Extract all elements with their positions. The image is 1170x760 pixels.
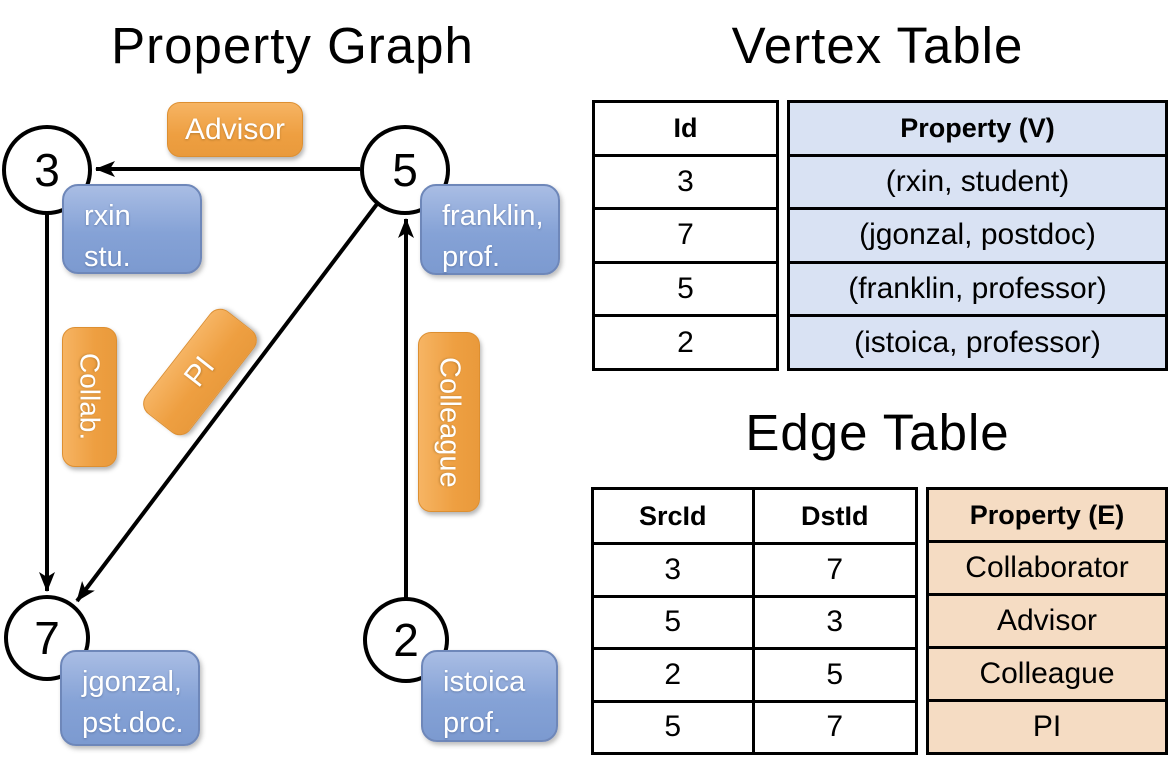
edge-table-dstid-cell: 7 bbox=[754, 542, 915, 594]
vertex-prop-line: prof. bbox=[442, 241, 501, 274]
vertex-prop-istoica: istoica prof. bbox=[421, 650, 558, 742]
vertex-table-property-cell: (jgonzal, postdoc) bbox=[790, 207, 1165, 261]
vertex-table-property-cell: (franklin, professor) bbox=[790, 260, 1165, 315]
vertex-prop-line: jgonzal, bbox=[82, 666, 182, 698]
edge-table-header-srcid: SrcId bbox=[594, 490, 755, 543]
edge-table-dstid-cell: 7 bbox=[754, 699, 915, 752]
edge-line-pi-5-7 bbox=[75, 202, 379, 603]
vertex-table-id-cell: 3 bbox=[595, 153, 776, 208]
vertex-prop-line: franklin, bbox=[442, 200, 544, 232]
vertex-prop-line: prof. bbox=[443, 707, 502, 740]
vertex-prop-line: rxin bbox=[84, 200, 131, 232]
graph-edges-layer bbox=[39, 161, 414, 603]
edge-table-property-cell: Collaborator bbox=[929, 540, 1165, 593]
edge-table-ids-columns: SrcId DstId 3 7 5 3 2 5 5 7 bbox=[591, 487, 918, 755]
vertex-prop-franklin: franklin, prof. bbox=[420, 184, 560, 275]
edge-label-collab: Collab. bbox=[62, 327, 117, 467]
vertex-table-title: Vertex Table bbox=[731, 17, 1024, 74]
edge-table-srcid-cell: 5 bbox=[594, 594, 755, 648]
vertex-prop-line: pst.doc. bbox=[82, 707, 184, 740]
edge-table-srcid-cell: 3 bbox=[594, 542, 755, 595]
edge-table-header-dstid: DstId bbox=[801, 500, 869, 531]
edge-label-advisor: Advisor bbox=[167, 102, 303, 157]
vertex-table-id-cell: 5 bbox=[595, 260, 776, 315]
edge-table-dstid-cell: 5 bbox=[754, 647, 915, 699]
vertex-prop-jgonzal: jgonzal, pst.doc. bbox=[60, 650, 200, 746]
graph-node-2: 2 bbox=[363, 597, 449, 683]
edge-table-property-cell: Colleague bbox=[929, 646, 1165, 699]
vertex-table-header-property: Property (V) bbox=[900, 112, 1055, 143]
property-graph-title: Property Graph bbox=[111, 17, 474, 74]
graph-node-5: 5 bbox=[360, 125, 450, 215]
vertex-table-id-cell: 7 bbox=[595, 207, 776, 261]
edge-table-title: Edge Table bbox=[745, 404, 1010, 461]
edge-table-srcid-cell: 2 bbox=[594, 647, 755, 700]
vertex-table-property-cell: (rxin, student) bbox=[790, 153, 1165, 208]
edge-table-property-column: Property (E) Collaborator Advisor Collea… bbox=[926, 487, 1168, 755]
vertex-table-id-column: Id 3 7 5 2 bbox=[592, 100, 779, 371]
vertex-prop-line: stu. bbox=[84, 241, 131, 274]
vertex-prop-line: istoica bbox=[443, 666, 526, 698]
edge-label-colleague: Colleague bbox=[418, 332, 480, 512]
vertex-table-property-cell: (istoica, professor) bbox=[790, 314, 1165, 368]
edge-table-property-cell: Advisor bbox=[929, 593, 1165, 646]
vertex-prop-rxin: rxin stu. bbox=[62, 184, 202, 274]
vertex-table-header-id: Id bbox=[673, 112, 698, 143]
edge-table-srcid-cell: 5 bbox=[594, 699, 755, 752]
edge-table-property-cell: PI bbox=[929, 699, 1165, 752]
vertex-table-property-column: Property (V) (rxin, student) (jgonzal, p… bbox=[787, 100, 1168, 371]
vertex-table-id-cell: 2 bbox=[595, 314, 776, 368]
edge-table-header-property: Property (E) bbox=[969, 499, 1125, 530]
edge-table-dstid-cell: 3 bbox=[754, 594, 915, 647]
